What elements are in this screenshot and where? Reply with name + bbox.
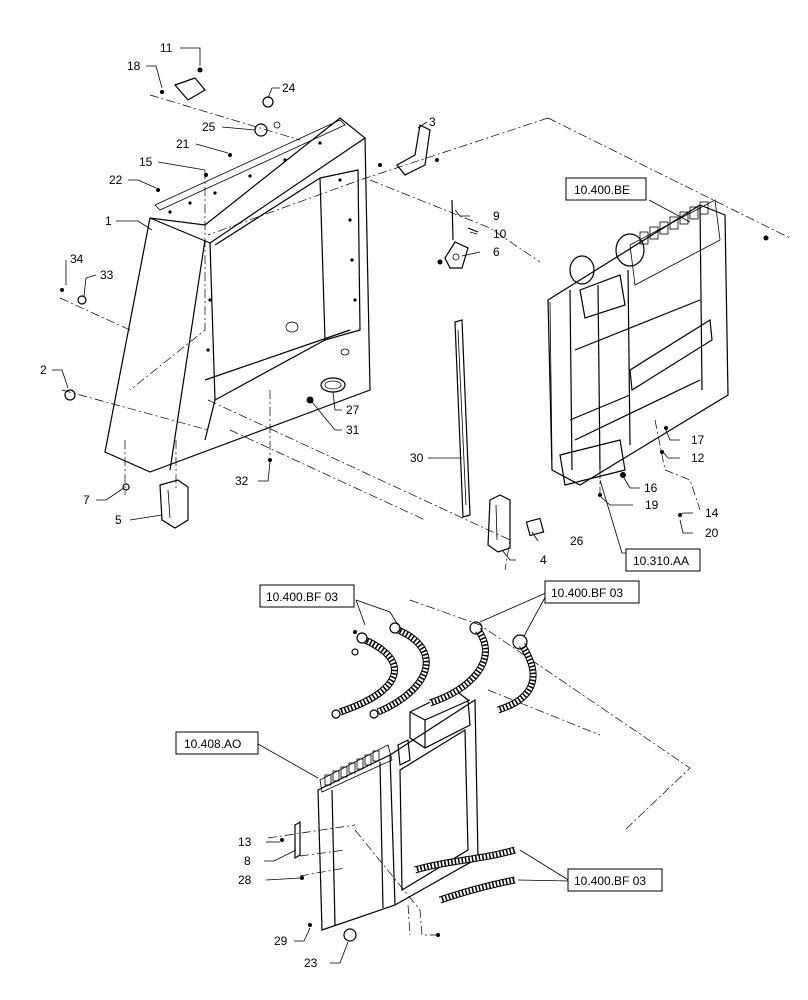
bracket-4 <box>487 494 511 553</box>
callout-25: 25 <box>202 120 216 134</box>
bracket-6 <box>444 241 469 269</box>
callout-29: 29 <box>274 934 288 948</box>
assembly-centerlines <box>59 94 791 571</box>
callout-1: 1 <box>105 214 112 228</box>
callout-30: 30 <box>410 451 424 465</box>
callout-18: 18 <box>127 59 141 73</box>
callout-7: 7 <box>83 493 90 507</box>
ref-10-400-bf-right: 10.400.BF 03 <box>551 586 623 600</box>
callout-5: 5 <box>115 513 122 527</box>
stay-rod-30 <box>454 319 471 518</box>
callout-2: 2 <box>40 363 47 377</box>
callout-19: 19 <box>645 498 659 512</box>
callout-15: 15 <box>139 155 153 169</box>
ref-10-400-bf-left: 10.400.BF 03 <box>266 590 338 604</box>
callout-17: 17 <box>691 433 705 447</box>
callout-31: 31 <box>346 423 360 437</box>
callout-22: 22 <box>109 173 123 187</box>
ref-10-310-aa: 10.310.AA <box>633 554 689 568</box>
callout-32: 32 <box>235 474 249 488</box>
callout-11: 11 <box>160 41 173 55</box>
callout-21: 21 <box>176 137 190 151</box>
ref-10-400-bf-bottom: 10.400.BF 03 <box>574 874 646 888</box>
radiator-shroud <box>104 117 371 473</box>
callout-20: 20 <box>705 526 719 540</box>
callout-6: 6 <box>493 245 500 259</box>
assembly-centerlines-lower <box>267 599 691 936</box>
rod-9 <box>451 199 479 241</box>
bracket-3 <box>396 124 431 176</box>
callout-3: 3 <box>429 115 436 129</box>
callout-4: 4 <box>540 553 547 567</box>
callout-26: 26 <box>570 534 584 548</box>
fasteners-lower <box>280 820 440 942</box>
pad-26 <box>525 517 545 537</box>
callout-12: 12 <box>691 451 705 465</box>
bracket-5 <box>159 479 189 529</box>
callout-23: 23 <box>304 956 318 970</box>
callout-10: 10 <box>493 227 507 241</box>
callout-9: 9 <box>493 209 500 223</box>
callout-33: 33 <box>100 268 114 282</box>
hoses <box>331 621 537 904</box>
ref-10-400-be: 10.400.BE <box>574 183 630 197</box>
fasteners-upper <box>60 67 769 517</box>
callout-28: 28 <box>238 873 252 887</box>
leader-lines <box>52 47 693 964</box>
callout-8: 8 <box>244 854 251 868</box>
callout-13: 13 <box>238 835 252 849</box>
callout-14: 14 <box>705 506 719 520</box>
callout-34: 34 <box>70 252 84 266</box>
ref-10-408-ao: 10.408.AO <box>184 737 241 751</box>
reference-boxes: 10.400.BE 10.310.AA 10.400.BF 03 10.400.… <box>175 177 701 892</box>
callout-numbers: 11 18 24 25 21 15 22 1 34 33 2 3 9 10 6 … <box>40 41 719 970</box>
callout-16: 16 <box>644 481 658 495</box>
callout-27: 27 <box>346 403 360 417</box>
callout-24: 24 <box>282 81 296 95</box>
radiator-assembly <box>547 199 729 486</box>
